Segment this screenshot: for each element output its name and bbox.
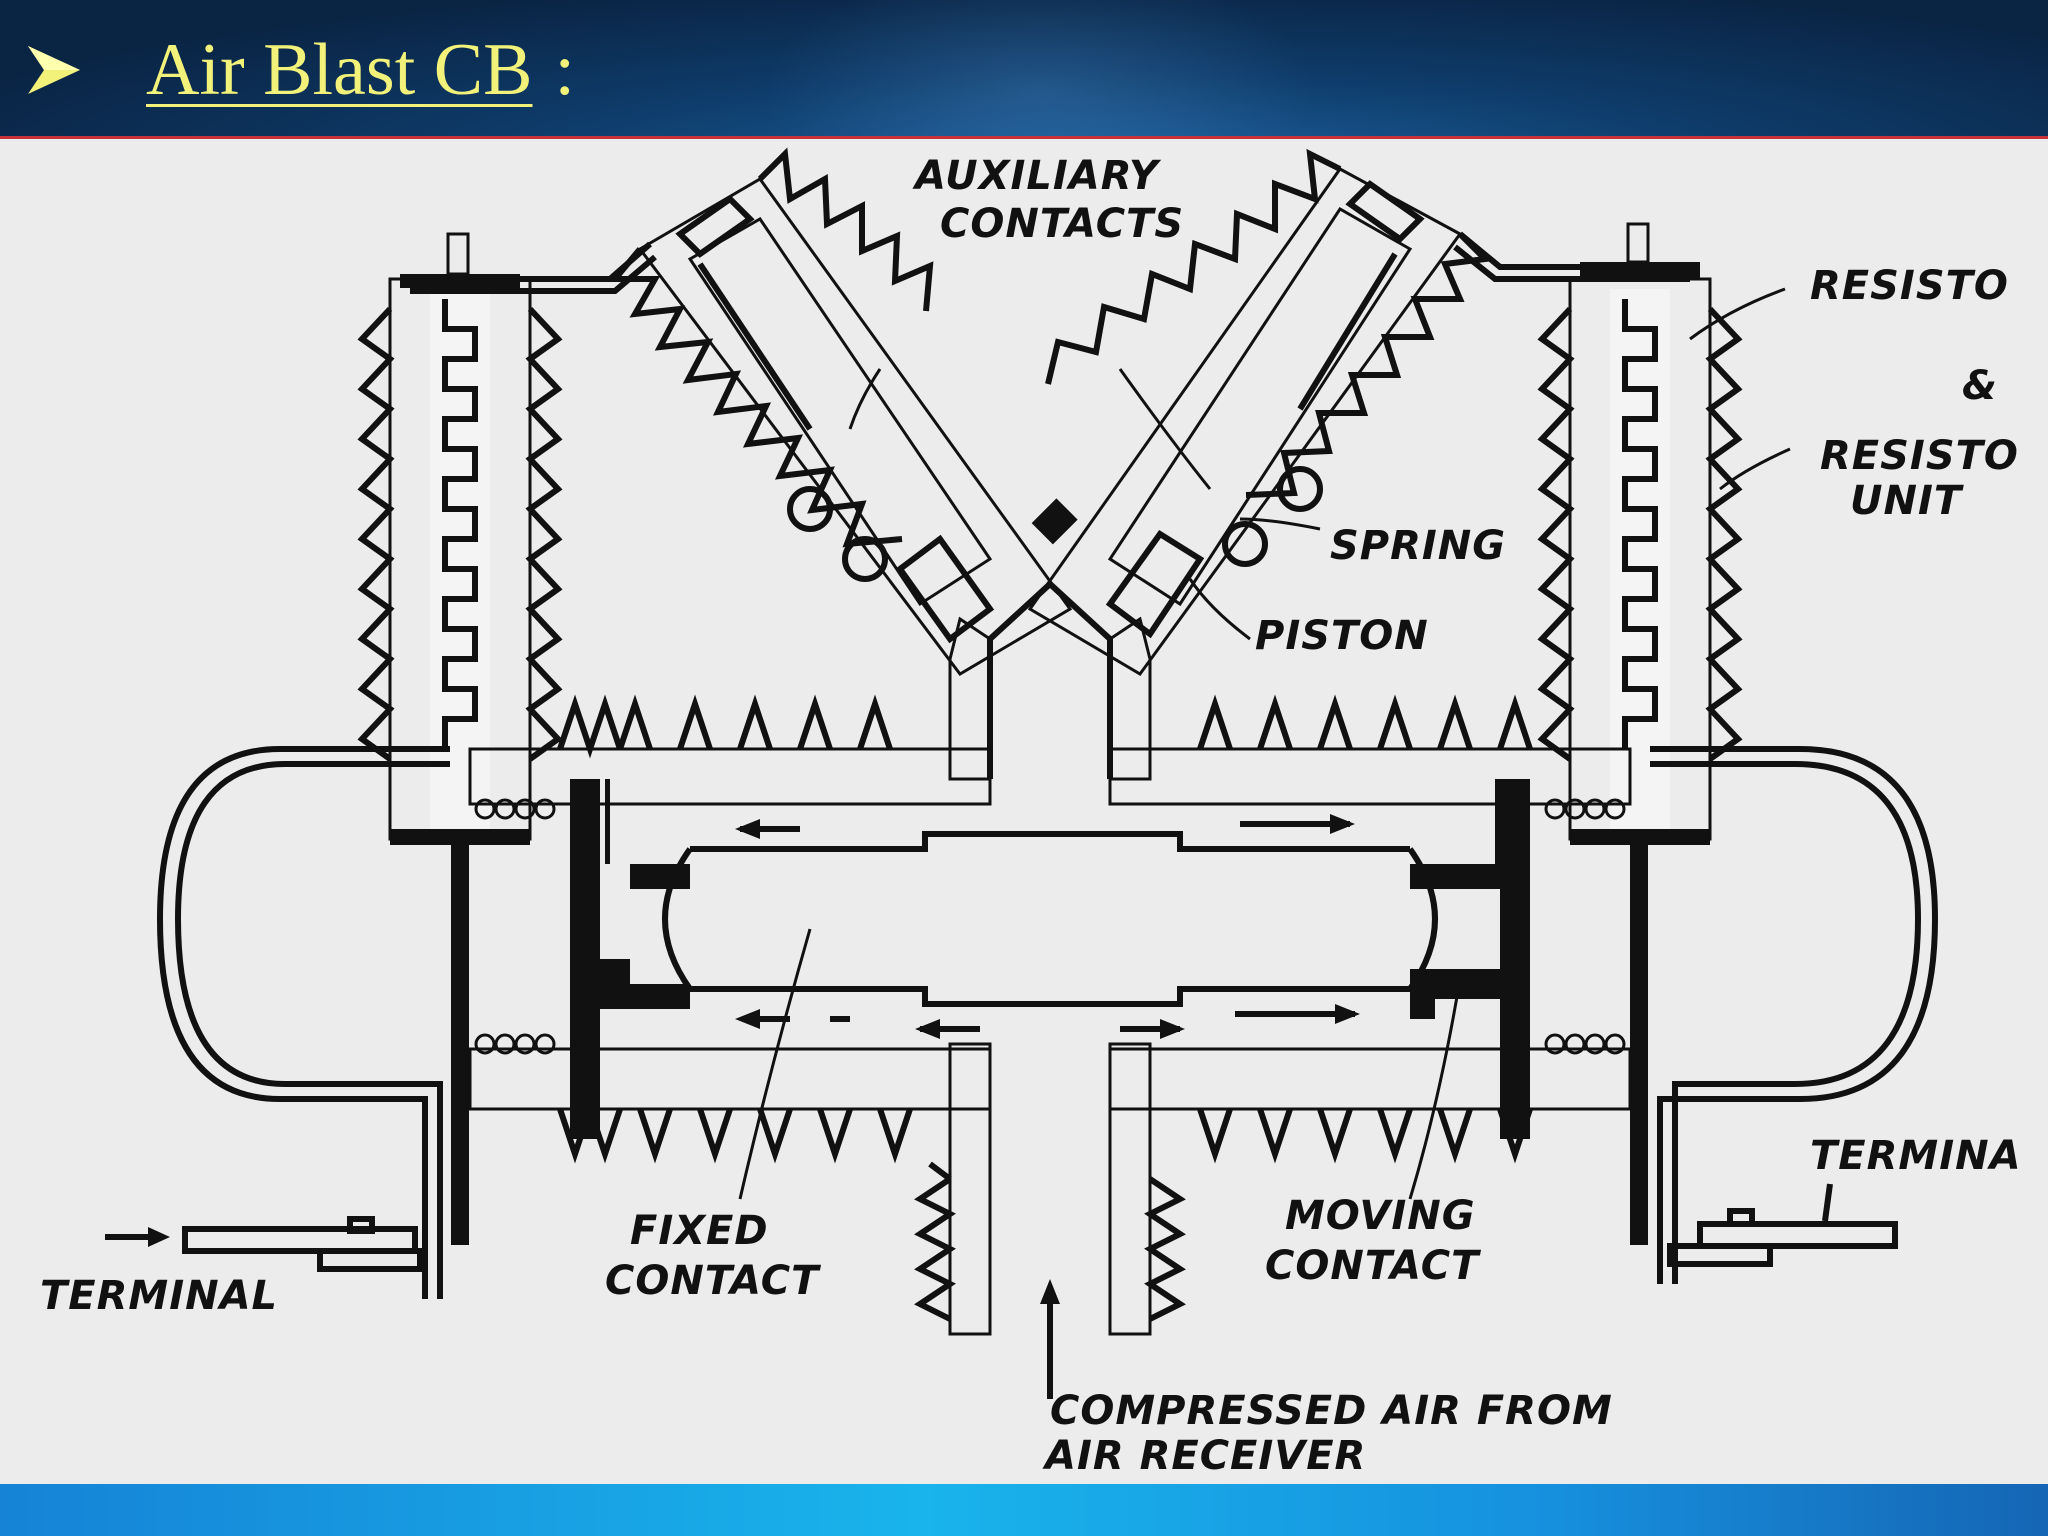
arc-chamber (468, 694, 1632, 1164)
air-blast-cb-diagram: AUXILIARY CONTACTS RESISTO & RESISTO UNI… (40, 147, 2022, 1479)
label-resistor-unit-line1: RESISTO (1820, 433, 2019, 479)
left-outer-loop-inner (174, 761, 450, 1299)
right-terminal (1667, 1183, 1898, 1267)
label-compressed-air-line2: AIR RECEIVER (1042, 1433, 1366, 1479)
label-auxiliary-contacts-line2: CONTACTS (940, 201, 1184, 247)
right-outer-loop (1650, 746, 1939, 1284)
label-compressed-air-line1: COMPRESSED AIR FROM (1050, 1388, 1613, 1434)
title-colon: : (554, 28, 576, 111)
label-piston: PISTON (1255, 613, 1429, 659)
label-fixed-contact-line1: FIXED (630, 1208, 769, 1254)
right-resistor-unit (1537, 222, 1743, 1245)
left-resistor-unit (357, 232, 563, 1245)
header-glow (760, 0, 1320, 138)
label-moving-contact-line2: CONTACT (1265, 1243, 1481, 1289)
right-outer-loop-inner (1650, 761, 1922, 1284)
label-resistor: RESISTO (1810, 263, 2009, 309)
label-auxiliary-contacts-line1: AUXILIARY (912, 153, 1162, 199)
label-resistor-unit-line2: UNIT (1850, 478, 1964, 524)
left-outer-loop (156, 746, 450, 1299)
central-air-duct (948, 498, 1152, 781)
label-spring: SPRING (1330, 523, 1506, 569)
slide-title: Air Blast CB (146, 28, 533, 111)
air-inlet-pipe (914, 1042, 1186, 1399)
right-auxiliary-contact-arm (1027, 148, 1492, 676)
arrow-bullet-icon (28, 46, 80, 94)
slide-footer-bar (0, 1484, 2048, 1536)
left-auxiliary-contact-arm (608, 147, 1073, 676)
label-ampersand: & (1962, 363, 1998, 409)
label-fixed-contact-line2: CONTACT (605, 1258, 821, 1304)
left-terminal (105, 1216, 423, 1272)
header-divider (0, 136, 2048, 139)
label-terminal-left: TERMINAL (40, 1273, 278, 1319)
diagram-area: AUXILIARY CONTACTS RESISTO & RESISTO UNI… (0, 139, 2048, 1484)
slide-header: Air Blast CB : (0, 0, 2048, 138)
label-terminal-right: TERMINA (1810, 1133, 2022, 1179)
label-moving-contact-line1: MOVING (1285, 1193, 1476, 1239)
title-row: Air Blast CB : (24, 20, 575, 120)
